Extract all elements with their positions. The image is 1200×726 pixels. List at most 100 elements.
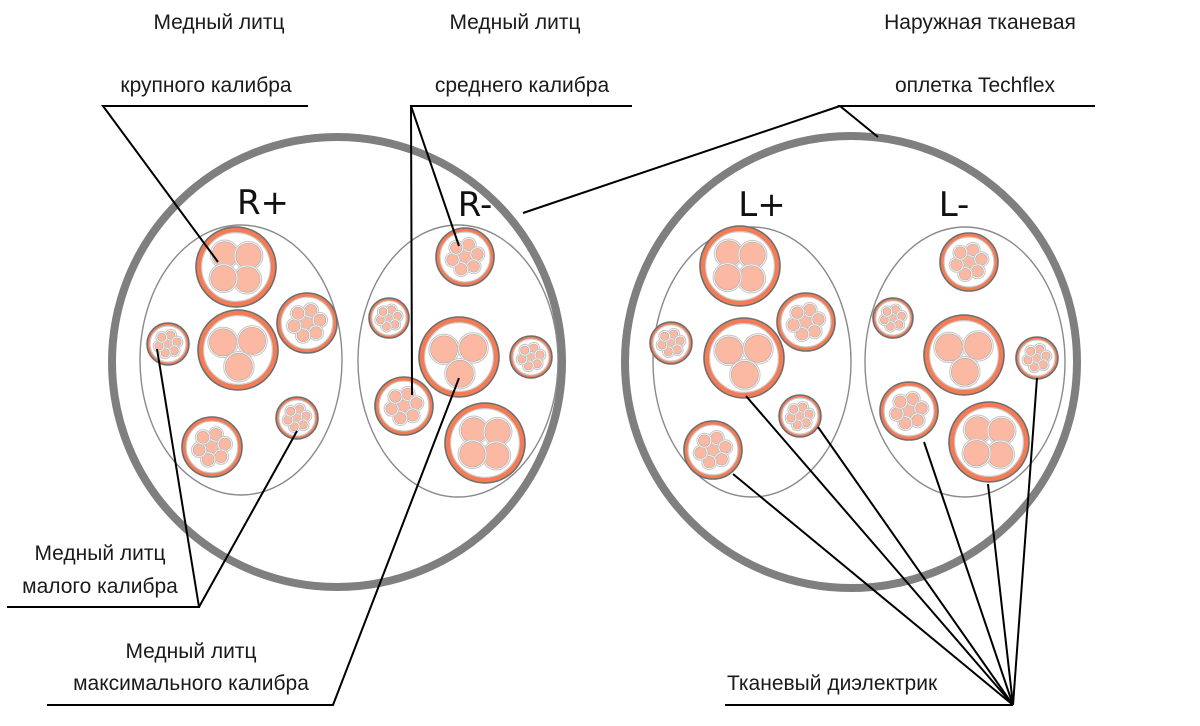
conductor-small-7 — [879, 381, 939, 441]
copper-strand — [791, 306, 804, 319]
bundle-r-minus — [368, 227, 553, 484]
label-small-gauge-line2: малого калибра — [22, 575, 178, 598]
conductor-large-4 — [948, 401, 1030, 483]
copper-strand — [218, 437, 232, 451]
copper-strand — [209, 328, 237, 357]
label-large-gauge-line2: крупного калибра — [120, 74, 292, 97]
copper-strand — [950, 357, 979, 386]
conductor-large-4 — [195, 226, 277, 308]
leader-outer-braid-b — [522, 105, 841, 214]
conductor-small-7 — [872, 297, 914, 339]
copper-strand — [890, 407, 903, 420]
cable-right-channel: R+ R- — [108, 133, 566, 591]
label-large-gauge-line1: Медный литц — [153, 11, 284, 34]
copper-strand — [719, 441, 732, 454]
label-max-gauge-line2: максимального калибра — [73, 672, 309, 695]
copper-strand — [964, 331, 992, 360]
outer-braid-left — [621, 132, 1081, 592]
label-small-gauge-line1: Медный литц — [34, 542, 165, 565]
leader-dielectric-spoke — [817, 426, 1014, 706]
label-medium-gauge-line1: Медный литц — [449, 11, 580, 34]
label-medium-gauge-line2: среднего калибра — [435, 74, 610, 97]
conductor-small-7 — [146, 322, 190, 366]
copper-strand — [698, 434, 711, 447]
copper-strand — [796, 328, 809, 341]
dielectric-r-minus — [357, 224, 559, 498]
copper-strand — [455, 263, 468, 276]
copper-strand — [224, 352, 253, 381]
label-max-gauge-line1: Медный литц — [125, 640, 256, 663]
bundle-l-plus — [649, 225, 836, 480]
copper-strand — [971, 265, 984, 278]
copper-strand — [287, 319, 301, 333]
copper-strand — [789, 404, 799, 414]
bundle-r-plus — [146, 226, 338, 478]
conductor-large-3 — [703, 317, 785, 399]
copper-strand — [313, 313, 327, 327]
conductor-medium-7 — [939, 232, 999, 292]
copper-strand — [430, 335, 458, 364]
label-dielectric: Тканевый диэлектрик — [727, 672, 938, 695]
conductor-large-4 — [444, 402, 526, 484]
copper-strand — [286, 406, 296, 416]
copper-strand — [744, 334, 772, 363]
callout-max-gauge: Медный литц максимального калибра — [47, 377, 460, 706]
copper-strand — [210, 265, 237, 292]
leader-medium-gauge-b — [410, 105, 460, 247]
conductor-small-7 — [275, 396, 319, 440]
copper-strand — [882, 307, 892, 316]
copper-strand — [385, 402, 398, 415]
copper-strand — [935, 333, 963, 362]
copper-strand — [471, 248, 484, 261]
copper-strand — [714, 264, 741, 291]
copper-strand — [378, 307, 388, 316]
conductor-medium-7 — [683, 420, 743, 480]
polarity-label-l-plus: L+ — [738, 185, 785, 225]
dielectric-l-minus — [864, 226, 1066, 498]
copper-strand — [214, 450, 228, 463]
copper-strand — [450, 241, 463, 254]
copper-strand — [410, 397, 423, 410]
leader-dielectric-spoke — [923, 441, 1014, 706]
copper-strand — [467, 260, 480, 273]
bundle-l-minus — [872, 232, 1059, 483]
copper-strand — [954, 246, 967, 259]
copper-strand — [1026, 346, 1036, 356]
copper-strand — [192, 443, 206, 457]
leader-max-gauge — [47, 377, 460, 706]
label-outer-braid-line1: Наружная тканевая — [884, 11, 1076, 34]
leader-dielectric-spoke — [745, 395, 1014, 706]
polarity-label-l-minus: L- — [939, 185, 970, 225]
copper-strand — [201, 453, 215, 466]
leader-dielectric-spoke — [732, 473, 1014, 706]
copper-strand — [787, 318, 800, 331]
copper-strand — [899, 417, 912, 430]
copper-strand — [520, 345, 530, 355]
cable-left-channel: L+ L- — [621, 132, 1081, 592]
conductor-small-7 — [649, 321, 693, 365]
copper-strand — [296, 329, 310, 342]
conductor-large-4 — [699, 225, 781, 307]
conductor-max-3 — [418, 316, 500, 398]
dielectric-l-plus — [652, 226, 852, 498]
conductor-small-7 — [778, 394, 822, 438]
copper-strand — [459, 333, 487, 362]
label-outer-braid-line2: оплетка Techflex — [895, 74, 1056, 97]
copper-strand — [703, 456, 716, 469]
leader-dielectric-spokes — [732, 377, 1038, 706]
copper-strand — [911, 414, 924, 427]
copper-strand — [157, 332, 167, 342]
conductor-max-3 — [923, 314, 1005, 396]
outer-braid-right — [108, 133, 566, 591]
copper-strand — [715, 453, 728, 466]
copper-strand — [389, 390, 402, 403]
conductor-small-7 — [368, 297, 410, 339]
callout-large-gauge: Медный литц крупного калибра — [101, 11, 308, 263]
copper-strand — [196, 431, 210, 444]
leader-small-gauge-a — [7, 348, 201, 608]
copper-strand — [915, 402, 928, 415]
conductor-medium-7 — [276, 292, 338, 354]
polarity-label-r-plus: R+ — [237, 183, 289, 223]
